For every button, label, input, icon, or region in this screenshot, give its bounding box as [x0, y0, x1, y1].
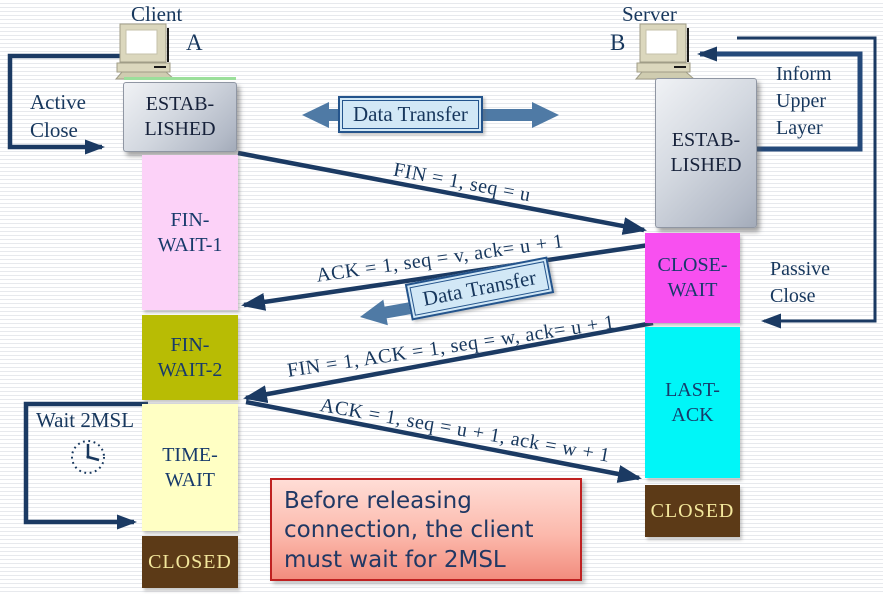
fin-ack-arrow — [243, 320, 654, 404]
clock-icon — [71, 440, 105, 474]
inform-upper-layer-bracket — [697, 46, 863, 152]
active-close-bracket — [7, 53, 150, 155]
server-state-established: ESTAB- LISHED — [655, 78, 757, 228]
passive-close-label: Passive Close — [770, 258, 830, 307]
server-computer-icon — [634, 22, 700, 87]
data-transfer-box-top: Data Transfer — [338, 96, 483, 133]
wait-2msl-label: Wait 2MSL — [36, 408, 135, 432]
passive-close-line — [737, 36, 877, 329]
client-node-letter: A — [186, 30, 203, 55]
client-title: Client — [131, 2, 183, 26]
client-state-established: ESTAB- LISHED — [123, 82, 237, 152]
fin-arrow — [237, 150, 647, 235]
ack2-arrow — [245, 399, 642, 483]
wait-2msl-bracket — [23, 401, 148, 530]
note-box: Before releasing connection, the client … — [270, 478, 582, 581]
server-title: Server — [622, 2, 677, 26]
client-state-closed: CLOSED — [142, 536, 238, 588]
client-state-fin-wait-1: FIN- WAIT-1 — [142, 155, 238, 310]
server-node-letter: B — [610, 30, 626, 55]
green-accent-line — [124, 77, 236, 80]
client-state-time-wait: TIME- WAIT — [142, 404, 238, 531]
server-state-last-ack: LAST- ACK — [645, 327, 740, 478]
active-close-label: Active Close — [30, 90, 86, 143]
server-state-close-wait: CLOSE- WAIT — [645, 233, 740, 323]
inform-upper-layer-label: Inform Upper Layer — [776, 63, 832, 139]
client-state-fin-wait-2: FIN- WAIT-2 — [142, 315, 238, 400]
server-state-closed: CLOSED — [645, 485, 740, 537]
data-transfer-label-top: Data Transfer — [342, 100, 479, 129]
